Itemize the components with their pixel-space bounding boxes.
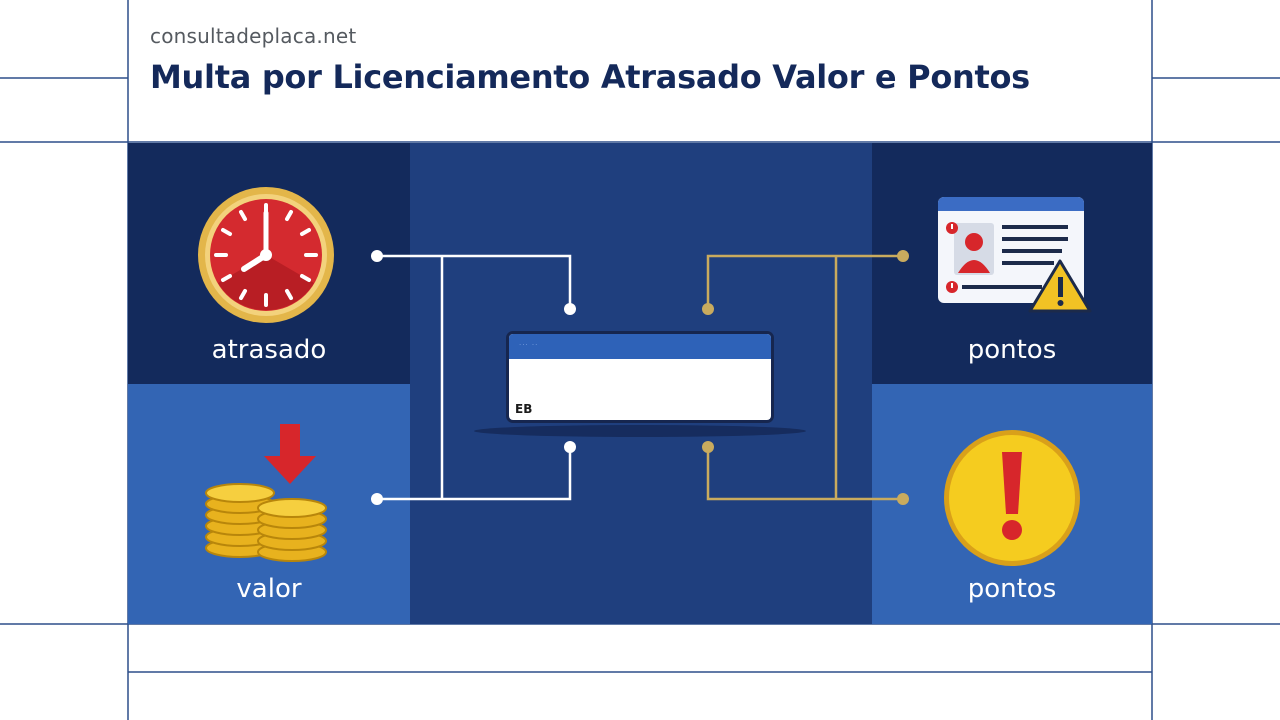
tile-pontos-alerta-label: pontos xyxy=(967,574,1057,604)
coins-down-arrow-icon xyxy=(205,424,327,562)
tile-atrasado-label: atrasado xyxy=(211,335,327,365)
diagram-panel: atrasado valor xyxy=(128,143,1152,624)
clock-icon xyxy=(198,187,334,323)
tile-pontos-doc: pontos xyxy=(872,143,1152,384)
right-connector-dots xyxy=(702,250,909,505)
card-shadow xyxy=(474,425,806,437)
tile-valor-label: valor xyxy=(236,574,302,604)
left-connector-dots xyxy=(371,250,576,505)
central-card: ··· ·· EB xyxy=(506,331,774,423)
right-connectors xyxy=(706,254,903,501)
tile-valor: valor xyxy=(128,384,410,624)
license-warning-icon xyxy=(938,197,1092,313)
site-name: consultadeplaca.net xyxy=(150,24,357,48)
page-title: Multa por Licenciamento Atrasado Valor e… xyxy=(150,58,1030,96)
card-header: ··· ·· xyxy=(509,334,771,359)
card-header-text: ··· ·· xyxy=(519,341,539,349)
card-chip-icon: EB xyxy=(515,402,533,416)
tile-atrasado: atrasado xyxy=(128,143,410,384)
tile-pontos-alerta: pontos xyxy=(872,384,1152,624)
exclamation-icon xyxy=(944,430,1080,566)
left-connectors xyxy=(377,254,572,501)
connector-lines xyxy=(371,250,909,505)
tile-pontos-doc-label: pontos xyxy=(967,335,1057,365)
